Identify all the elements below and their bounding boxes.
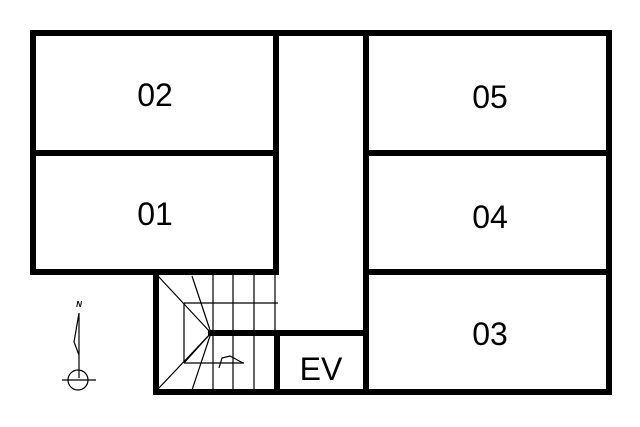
walls xyxy=(30,30,612,395)
north-label: N xyxy=(76,300,82,309)
stair-arrow-icon xyxy=(218,355,244,369)
room-05-label: 05 xyxy=(472,79,508,115)
north-arrow-icon: N xyxy=(62,300,96,391)
room-04-label: 04 xyxy=(472,199,508,235)
room-01-label: 01 xyxy=(137,196,173,232)
room-03-label: 03 xyxy=(472,316,508,352)
elevator-label: EV xyxy=(300,351,343,387)
room-02-label: 02 xyxy=(137,77,173,113)
stairs xyxy=(157,275,278,391)
